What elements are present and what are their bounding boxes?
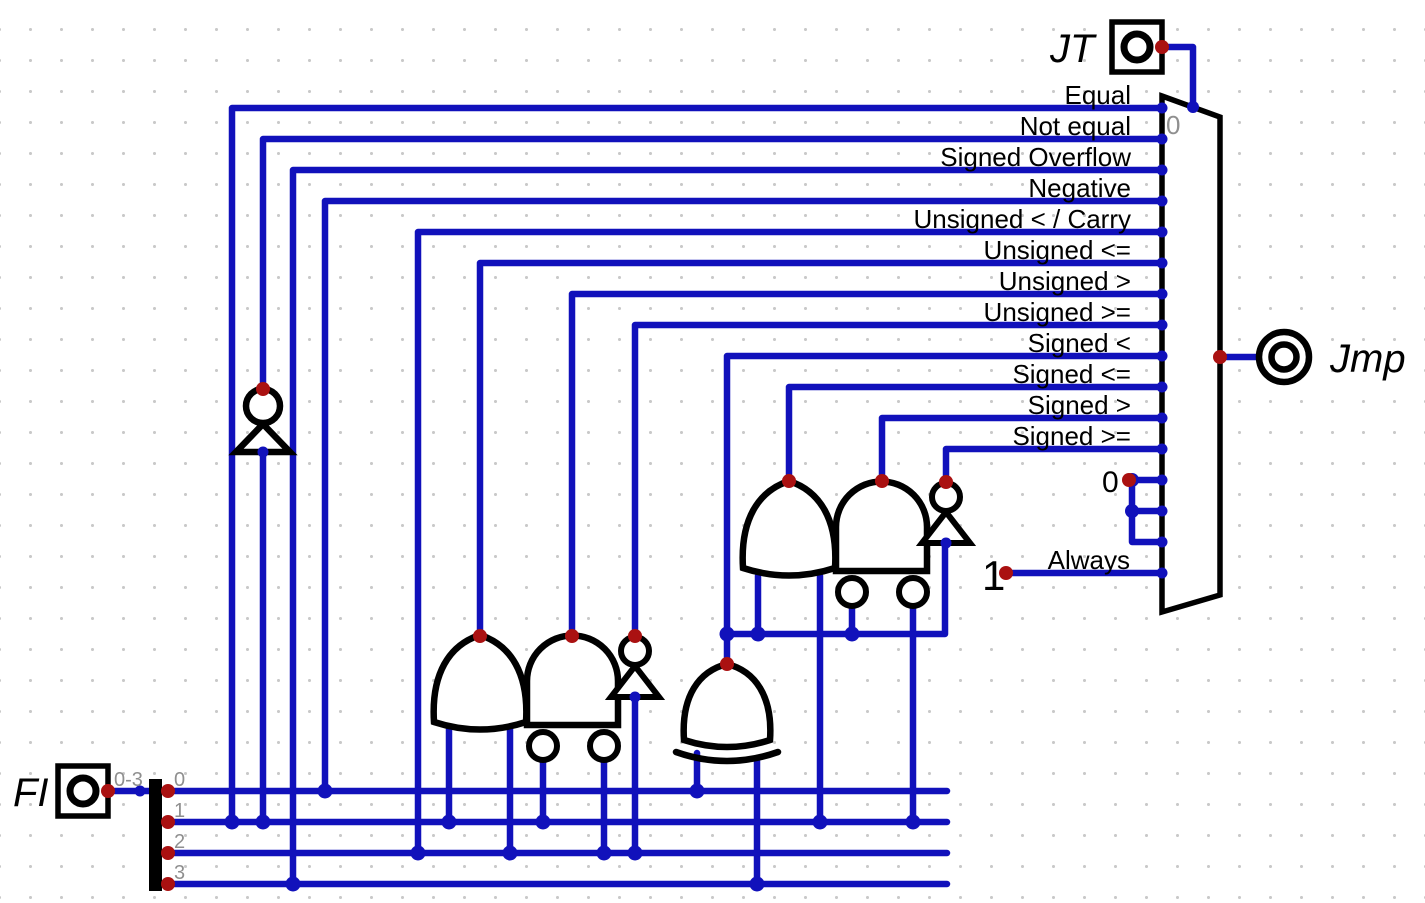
pin-dots xyxy=(257,101,1199,703)
wire-equal xyxy=(228,104,1166,826)
wire-signed-lte-out xyxy=(785,383,1166,485)
jmp-label: Jmp xyxy=(1329,337,1406,381)
output-dots xyxy=(101,40,1227,891)
signal-label-signed-overflow: Signed Overflow xyxy=(940,142,1131,172)
labels: Equal Not equal Signed Overflow Negative… xyxy=(13,27,1406,884)
wire-negative xyxy=(321,197,1166,795)
signal-label-signed-gt: Signed > xyxy=(1028,390,1131,420)
mux-input0-marker: 0 xyxy=(1166,110,1180,140)
input-bubble xyxy=(896,575,930,609)
signal-label-unsigned-lt-carry: Unsigned < / Carry xyxy=(914,204,1131,234)
splitter-bit2-label: 2 xyxy=(174,831,185,853)
wire-signed-gt-out xyxy=(878,414,1166,485)
constant-one[interactable]: 1 xyxy=(982,552,1005,599)
splitter-range-label: 0-3 xyxy=(114,769,143,791)
signal-label-negative: Negative xyxy=(1028,173,1131,203)
signal-label-signed-lt: Signed < xyxy=(1028,328,1131,358)
output-jmp[interactable] xyxy=(1255,328,1313,386)
input-bubble xyxy=(526,729,560,763)
input-bubble xyxy=(587,729,621,763)
wire-signed-gte-out xyxy=(942,445,1166,486)
wire-unsigned-lt-carry xyxy=(414,228,1166,857)
splitter-bit3-label: 3 xyxy=(174,862,185,884)
or-gate-unsigned-lte[interactable] xyxy=(430,631,530,733)
signal-label-unsigned-gte: Unsigned >= xyxy=(984,297,1131,327)
and-gate-signed-gt[interactable] xyxy=(832,478,931,609)
signal-label-not-equal: Not equal xyxy=(1020,111,1131,141)
signal-label-unsigned-gt: Unsigned > xyxy=(999,266,1131,296)
jt-label: JT xyxy=(1049,27,1097,71)
signal-label-always: Always xyxy=(1048,545,1130,575)
not-gate-notequal[interactable] xyxy=(228,385,298,456)
wire-unsigned-lte-out xyxy=(476,259,1166,641)
signal-label-unsigned-lte: Unsigned <= xyxy=(984,235,1131,265)
signal-label-equal: Equal xyxy=(1065,80,1132,110)
wires xyxy=(104,43,1262,888)
wire-jt-select xyxy=(1158,43,1197,111)
input-jt[interactable] xyxy=(1109,19,1165,75)
wire-not-equal-out xyxy=(259,135,1166,394)
signal-label-signed-gte: Signed >= xyxy=(1012,421,1131,451)
fi-label: FI xyxy=(13,771,49,815)
and-gate-unsigned-gt[interactable] xyxy=(523,632,622,763)
signal-label-signed-lte: Signed <= xyxy=(1012,359,1131,389)
multiplexer[interactable] xyxy=(1159,92,1223,616)
splitter[interactable] xyxy=(149,779,162,891)
not-gate-signed-gte[interactable] xyxy=(915,480,977,546)
constant-zero[interactable]: 0 xyxy=(1102,466,1119,499)
or-gate-signed-lte[interactable] xyxy=(739,477,839,579)
wire-signed-lt xyxy=(723,352,1166,668)
wire-junctions xyxy=(134,473,1139,892)
splitter-bit0-label: 0 xyxy=(174,769,185,791)
splitter-bit1-label: 1 xyxy=(174,800,185,822)
xor-gate-signed-lt[interactable] xyxy=(672,660,782,765)
wire-signed-overflow xyxy=(289,166,1166,888)
wire-unsigned-gte-out xyxy=(631,321,1166,641)
wire-xor-fanout xyxy=(723,539,949,638)
input-bubble xyxy=(835,575,869,609)
wire-unsigned-gt-out xyxy=(568,290,1166,641)
input-fi[interactable] xyxy=(55,763,111,819)
